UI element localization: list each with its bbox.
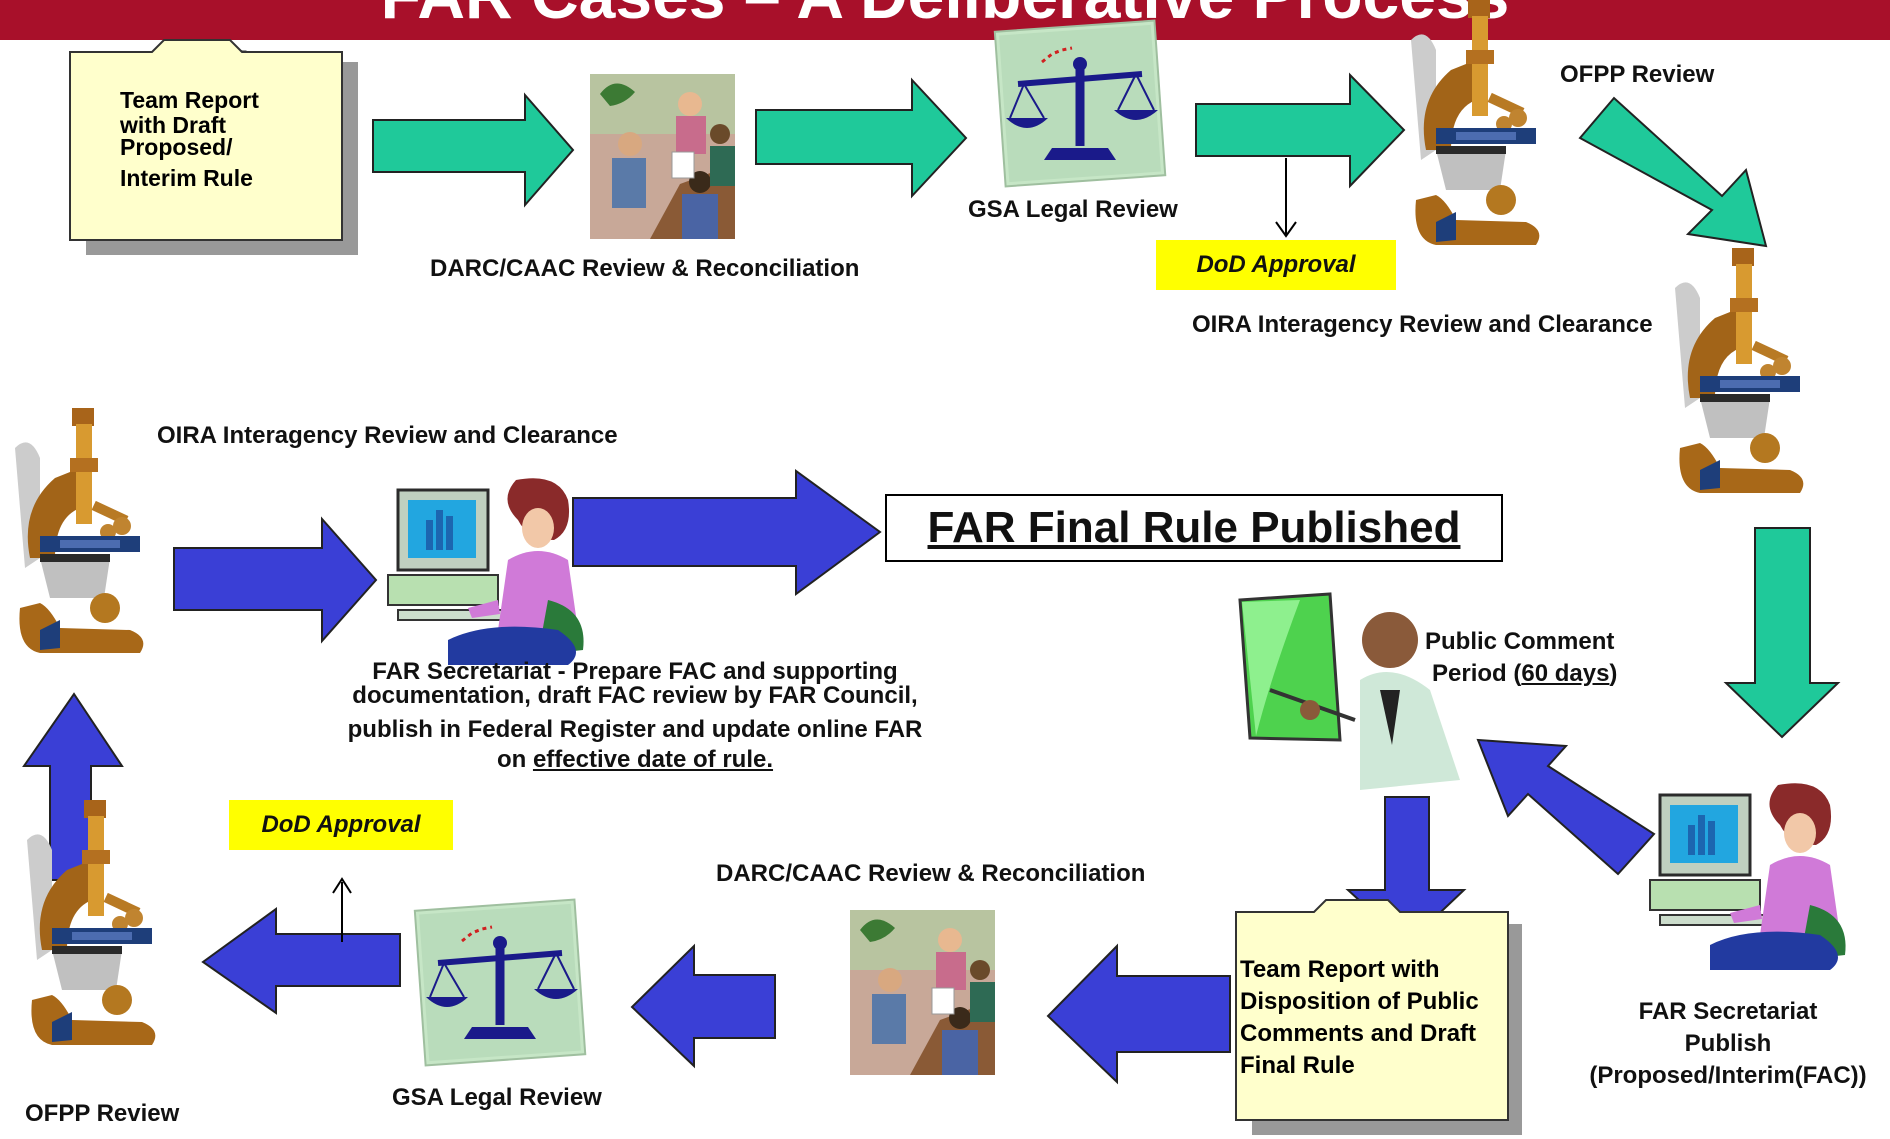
document-note-icon xyxy=(1235,899,1522,1135)
microscope-icon xyxy=(15,408,144,653)
ofpp-review-label-top: OFPP Review xyxy=(1560,61,1715,88)
arrow-green-4 xyxy=(1578,96,1768,248)
scales-icon xyxy=(415,900,585,1066)
arrow-blue-3 xyxy=(1476,738,1656,876)
ofpp-review-label-bottom: OFPP Review xyxy=(25,1100,180,1127)
darc-review-label-top: DARC/CAAC Review & Reconciliation xyxy=(430,255,860,282)
oira-review-label-middle: OIRA Interagency Review and Clearance xyxy=(157,422,618,449)
title-banner: FAR Cases – A Deliberative Process xyxy=(0,0,1890,40)
meeting-icon xyxy=(849,909,996,1076)
darc-review-label-bottom: DARC/CAAC Review & Reconciliation xyxy=(716,860,1146,887)
meeting-icon xyxy=(589,73,736,240)
team-report-final-note: Team Report with Disposition of Public C… xyxy=(1240,956,1479,1079)
arrow-green-1 xyxy=(372,92,575,208)
gsa-review-label-top: GSA Legal Review xyxy=(968,196,1178,223)
arrow-green-5 xyxy=(1723,527,1841,739)
microscope-icon xyxy=(1411,0,1540,245)
oira-review-label-top: OIRA Interagency Review and Clearance xyxy=(1192,311,1653,338)
arrow-green-2 xyxy=(755,77,968,199)
microscope-icon xyxy=(1675,248,1804,493)
public-comment-label: Public Comment Period (60 days) xyxy=(1425,628,1618,687)
dod-approval-badge-top: DoD Approval xyxy=(1156,240,1396,290)
microscope-icon xyxy=(27,800,156,1045)
far-secretariat-prepare-label: FAR Secretariat - Prepare FAC and suppor… xyxy=(347,658,923,774)
woman-computer-icon xyxy=(386,476,586,667)
team-report-note: Team Report with Draft Proposed/ Interim… xyxy=(120,87,259,191)
page-title: FAR Cases – A Deliberative Process xyxy=(0,0,1890,30)
scales-icon xyxy=(995,21,1165,187)
document-note-icon xyxy=(69,39,358,255)
far-secretariat-publish-label: FAR Secretariat Publish (Proposed/Interi… xyxy=(1589,998,1867,1089)
gsa-review-label-bottom: GSA Legal Review xyxy=(392,1084,602,1111)
arrow-blue-1 xyxy=(173,516,378,644)
dod-approval-badge-bottom: DoD Approval xyxy=(229,800,453,850)
final-rule-published-box: FAR Final Rule Published xyxy=(885,494,1503,562)
arrow-blue-5 xyxy=(1046,943,1231,1085)
arrow-green-3 xyxy=(1195,72,1406,189)
presenter-icon xyxy=(1238,592,1460,790)
woman-computer-icon xyxy=(1648,781,1848,972)
arrow-blue-6 xyxy=(630,943,776,1069)
arrow-blue-7 xyxy=(201,907,401,1015)
arrow-blue-2 xyxy=(572,469,882,596)
